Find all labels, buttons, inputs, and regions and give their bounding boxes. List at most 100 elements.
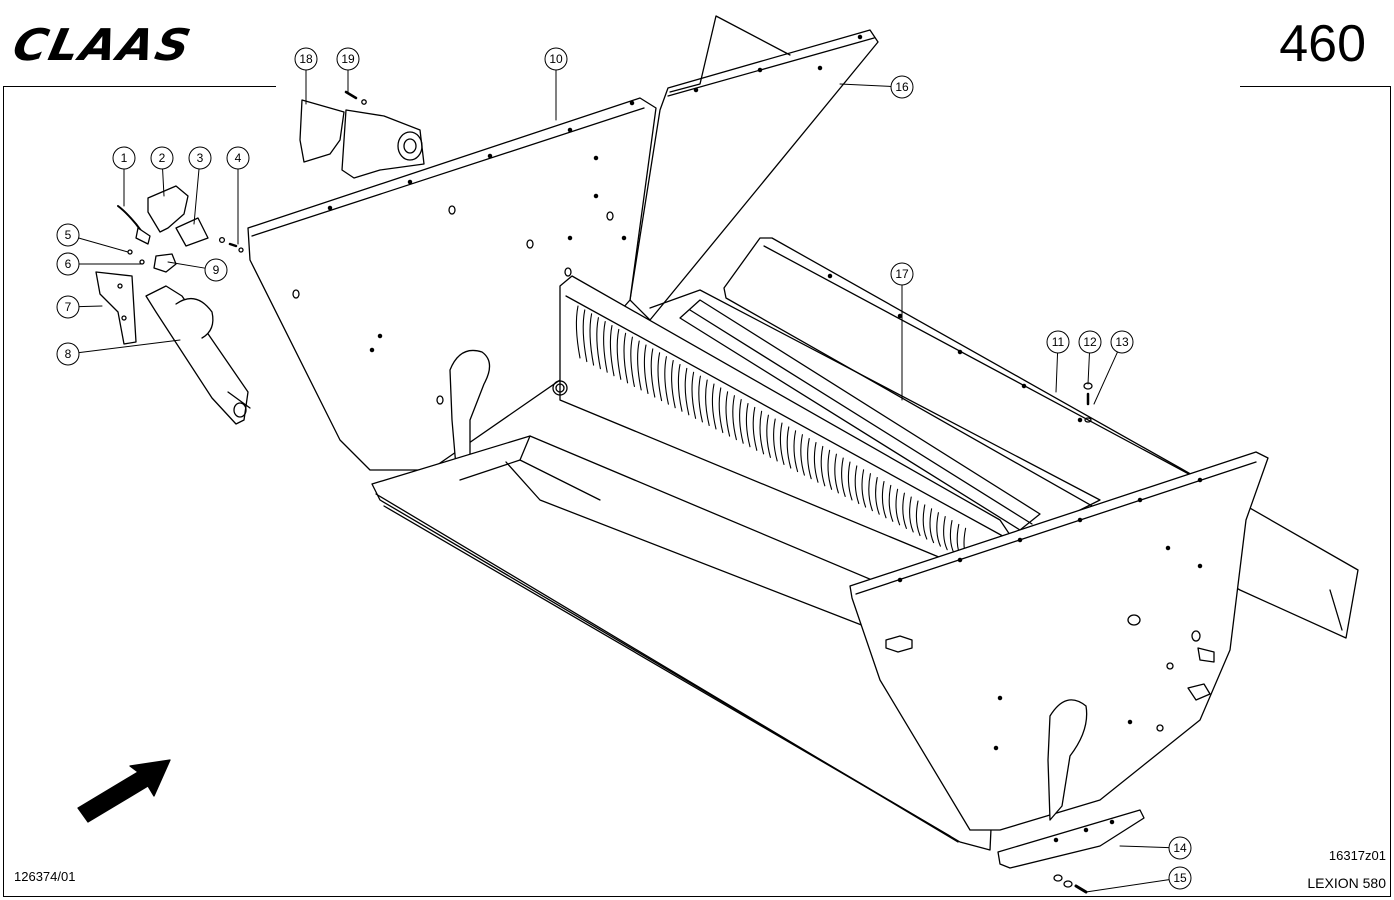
grate-slot	[773, 418, 778, 462]
grate-slot	[766, 414, 771, 458]
grate-slot	[650, 348, 656, 398]
rear-panel-16	[629, 15, 879, 321]
bracket-parts-18-19	[299, 90, 425, 179]
grate-slot	[603, 321, 608, 373]
grate-slot	[929, 508, 935, 544]
grate-slot	[834, 453, 839, 494]
grate-slot	[664, 356, 669, 405]
grate-slot	[936, 512, 941, 547]
grate-slot	[671, 360, 676, 409]
callout-circle-3	[188, 146, 212, 170]
grate-slot	[705, 379, 710, 426]
grate-slot	[575, 305, 581, 359]
callout-number-10: 10	[549, 52, 563, 66]
grate-slot	[861, 469, 867, 508]
grate-slot	[589, 313, 595, 366]
grate-slot	[630, 336, 635, 387]
front-side-panel	[849, 451, 1269, 831]
callout-number-16: 16	[895, 80, 909, 94]
callout-number-18: 18	[299, 52, 313, 66]
callout-circle-16	[890, 75, 914, 99]
callout-circle-14	[1168, 836, 1192, 860]
callout-number-13: 13	[1115, 335, 1129, 349]
grate-slot	[915, 500, 921, 537]
sensor-assembly-parts-1-9	[95, 185, 251, 425]
grate-slot	[922, 504, 928, 540]
grate-slot	[943, 516, 948, 551]
callout-circle-2	[150, 146, 174, 170]
grate-slot	[881, 480, 887, 519]
grate-slot	[786, 426, 792, 469]
grate-slot	[847, 461, 853, 501]
callout-leader-9	[167, 261, 206, 269]
callout-number-8: 8	[65, 347, 72, 361]
grate-slot	[616, 328, 622, 380]
grate-slot	[854, 465, 860, 505]
grate-slot	[888, 484, 894, 522]
grate-slot	[902, 492, 907, 529]
callout-number-6: 6	[65, 257, 72, 271]
grate-slot	[909, 496, 914, 533]
grate-slot	[807, 438, 812, 480]
callout-circle-4	[226, 146, 250, 170]
drawing-reference: 126374/01	[14, 869, 76, 884]
grate-slot	[739, 399, 744, 444]
travel-direction-arrow-icon	[77, 759, 171, 823]
callout-number-9: 9	[213, 263, 220, 277]
grate-slot	[793, 430, 799, 473]
callout-circle-9	[204, 258, 228, 282]
callout-circle-17	[890, 262, 914, 286]
grate-slot	[949, 519, 955, 554]
grate-slot	[745, 402, 751, 448]
callout-number-5: 5	[65, 228, 72, 242]
figure-code: 16317z01	[1328, 848, 1386, 863]
grate-slot	[596, 317, 601, 370]
callout-number-7: 7	[65, 300, 72, 314]
grate-slot	[698, 375, 703, 423]
callout-leader-11	[1055, 352, 1059, 393]
callout-leader-3	[193, 168, 200, 225]
callout-number-11: 11	[1052, 335, 1065, 349]
grate-slot	[820, 445, 826, 487]
callout-circle-7	[56, 295, 80, 319]
callout-circle-12	[1078, 330, 1102, 354]
callout-circle-19	[336, 47, 360, 71]
callout-number-2: 2	[159, 151, 166, 165]
grate-slot	[657, 352, 663, 402]
callout-number-15: 15	[1173, 871, 1187, 885]
callout-leader-14	[1119, 845, 1170, 849]
grate-slot	[643, 344, 649, 395]
grate-slot	[677, 363, 683, 412]
callout-circle-10	[544, 47, 568, 71]
grate-slot	[684, 367, 690, 416]
callout-leader-7	[78, 305, 103, 308]
callout-circle-1	[112, 146, 136, 170]
callout-leader-16	[839, 83, 892, 87]
grate-slot	[582, 309, 588, 363]
grate-slot	[868, 473, 873, 512]
callout-number-4: 4	[235, 151, 242, 165]
callout-circle-13	[1110, 330, 1134, 354]
header-rule-right	[1242, 86, 1391, 87]
callout-number-14: 14	[1173, 841, 1187, 855]
perforated-grate	[552, 275, 1017, 561]
grate-slot	[759, 410, 765, 455]
grate-slot	[895, 488, 901, 526]
grate-slot	[813, 441, 819, 483]
grate-slot	[732, 395, 737, 441]
callout-leader-5	[78, 237, 129, 253]
callout-number-3: 3	[197, 151, 204, 165]
callout-circle-6	[56, 252, 80, 276]
grate-slot	[841, 457, 846, 497]
grate-slot	[691, 371, 697, 419]
grate-slot	[875, 477, 880, 515]
grate-slot	[718, 387, 724, 434]
callout-circle-5	[56, 223, 80, 247]
callout-circle-15	[1168, 866, 1192, 890]
callout-circle-8	[56, 342, 80, 366]
side-panel-10	[247, 97, 657, 491]
callout-leader-8	[78, 339, 181, 354]
grate-slot	[623, 332, 629, 384]
callout-leader-13	[1093, 351, 1118, 405]
callout-number-12: 12	[1083, 335, 1097, 349]
